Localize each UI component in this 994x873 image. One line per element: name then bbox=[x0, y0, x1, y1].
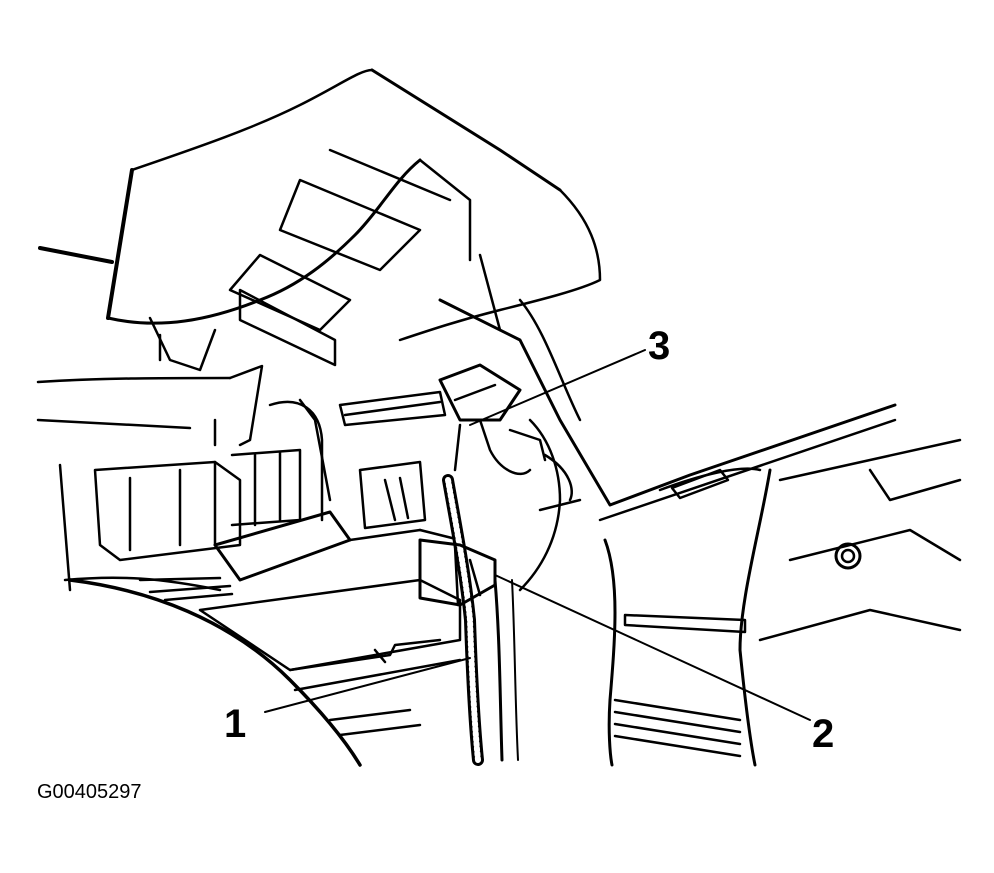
wiring-harness bbox=[442, 474, 519, 766]
upper-housing bbox=[38, 68, 602, 372]
left-bracket bbox=[36, 364, 302, 592]
leader-line-3 bbox=[469, 349, 646, 426]
right-trim-panel bbox=[438, 298, 962, 767]
callout-leaders bbox=[264, 349, 811, 721]
harness-retainer-clip bbox=[438, 363, 547, 476]
lower-dash-panel bbox=[68, 578, 462, 767]
leader-line-1 bbox=[264, 657, 471, 713]
harness-connector bbox=[418, 538, 497, 607]
callout-label-1: 1 bbox=[224, 702, 247, 746]
control-module bbox=[63, 390, 462, 602]
callout-label-3: 3 bbox=[648, 324, 671, 368]
figure-id: G00405297 bbox=[37, 781, 142, 803]
callout-label-2: 2 bbox=[812, 712, 835, 756]
leader-line-2 bbox=[494, 574, 811, 721]
